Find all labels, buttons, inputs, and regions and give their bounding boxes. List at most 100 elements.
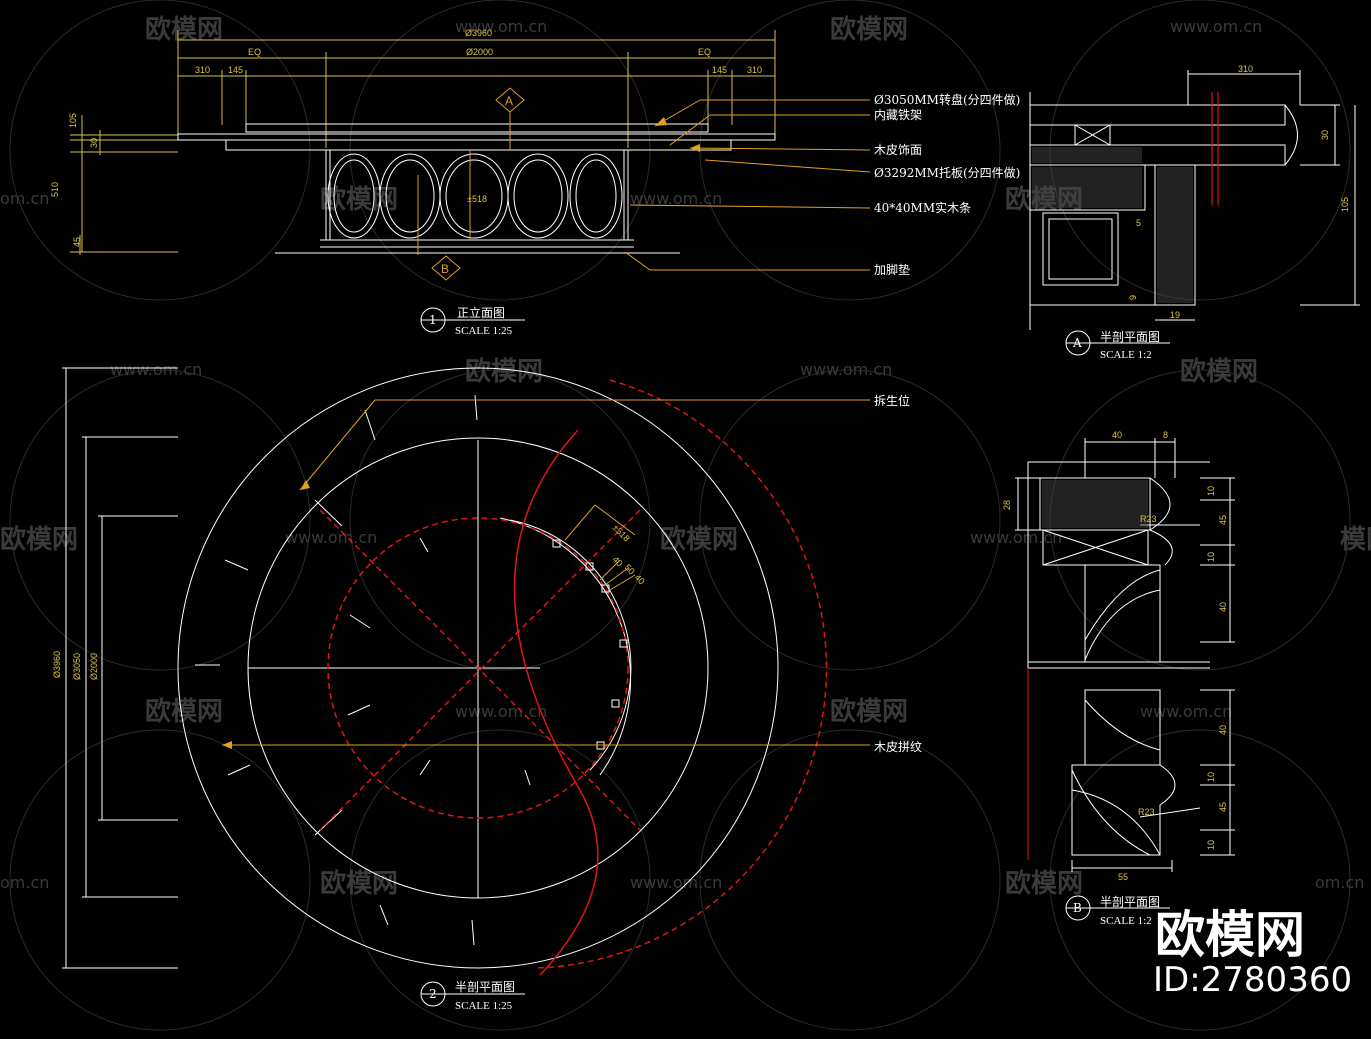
watermark-url: www.om.cn — [800, 360, 892, 379]
watermark-url: www.om.cn — [1140, 702, 1232, 721]
watermark-url: www.om.cn — [455, 17, 547, 36]
dim-v105: 105 — [68, 113, 78, 128]
brand-id: ID:2780360 — [1153, 960, 1352, 1000]
watermark-url: www.om.cn — [1170, 17, 1262, 36]
dim-inner: ±518 — [467, 194, 487, 204]
dim-40a: 40 — [611, 554, 625, 568]
watermark-brand: 欧模网 — [145, 696, 223, 727]
section-marker-b — [431, 255, 461, 281]
dim-50: 50 — [623, 562, 637, 576]
callout-turntable: Ø3050MM转盘(分四件做) — [874, 92, 1020, 107]
dim-28: 28 — [1002, 500, 1012, 510]
watermark-brand: 欧模网 — [830, 696, 908, 727]
watermark-url: www.om.cn — [285, 528, 377, 547]
watermark-brand: 欧模网 — [465, 356, 543, 387]
dim-r10b: 10 — [1206, 552, 1216, 562]
brand-name: 欧模网 — [1155, 906, 1305, 964]
dim-v30: 30 — [1320, 130, 1330, 140]
watermark-url: www.om.cn — [630, 189, 722, 208]
dim-40: 40 — [1112, 430, 1122, 440]
view-title: 半剖平面图 — [1100, 330, 1160, 344]
dim-r10c: 10 — [1206, 772, 1216, 782]
dim-overall: Ø3960 — [465, 28, 492, 38]
dim-inner: Ø2000 — [89, 653, 99, 680]
dim-r23b: R23 — [1138, 807, 1155, 817]
dim-145-left: 145 — [228, 65, 243, 75]
section-marker-b-label: B — [441, 262, 449, 276]
dim-r23a: R23 — [1140, 514, 1157, 524]
dim-eq-right: EQ — [698, 47, 711, 57]
dim-310-left: 310 — [195, 65, 210, 75]
dim-middle: Ø3050 — [72, 653, 82, 680]
dim-detail: ±518 — [611, 522, 632, 543]
dim-r40b: 40 — [1218, 725, 1228, 735]
callout-foot-pad: 加脚垫 — [874, 262, 910, 277]
dim-r45a: 45 — [1218, 515, 1228, 525]
hidden-arc — [534, 379, 828, 969]
callout-veneer-pattern: 木皮拼纹 — [874, 740, 922, 754]
section-b: 40 8 28 R23 R23 10 45 10 40 40 10 45 10 … — [1002, 430, 1235, 927]
dim-v45: 45 — [72, 237, 82, 247]
section-a: 310 30 105 5 9 19 A 半剖平面图 SCALE 1:2 — [1029, 64, 1360, 361]
dim-r40a: 40 — [1218, 602, 1228, 612]
dim-5: 5 — [1136, 218, 1141, 228]
watermark-url: www.om.cn — [630, 873, 722, 892]
watermark-url: www.om.cn — [110, 360, 202, 379]
dim-eq-left: EQ — [248, 47, 261, 57]
dim-r10d: 10 — [1206, 840, 1216, 850]
watermark-brand: 欧模网 — [660, 524, 738, 555]
dim-top: 310 — [1238, 64, 1253, 74]
dim-outer: Ø3960 — [52, 651, 62, 678]
callout-split-position: 拆生位 — [874, 393, 910, 408]
watermark-url: om.cn — [1315, 873, 1364, 892]
dim-r10a: 10 — [1206, 486, 1216, 496]
watermark-brand: 欧模网 — [1005, 868, 1083, 899]
view-scale: SCALE 1:25 — [455, 1000, 513, 1012]
dim-v510: 510 — [50, 182, 60, 197]
watermark-url: om.cn — [0, 189, 49, 208]
callout-support-board: Ø3292MM托板(分四件做) — [874, 165, 1020, 180]
section-marker-a-label: A — [505, 94, 513, 108]
watermark-brand: 模网 — [1340, 525, 1371, 555]
dim-40b: 40 — [633, 572, 647, 586]
watermark-url: www.om.cn — [455, 702, 547, 721]
watermark-brand: 欧模网 — [320, 868, 398, 899]
outer-circle — [177, 367, 779, 969]
watermark-brand: 欧模网 — [0, 524, 78, 555]
callout-wood-strip: 40*40MM实木条 — [874, 200, 971, 215]
watermark-brand: 欧模网 — [830, 14, 908, 45]
view-number: A — [1072, 336, 1082, 350]
view-scale: SCALE 1:25 — [455, 325, 513, 337]
dim-v105: 105 — [1340, 197, 1350, 212]
callout-veneer: 木皮饰面 — [874, 143, 922, 157]
view-title: 正立面图 — [457, 305, 505, 320]
dim-310-right: 310 — [747, 65, 762, 75]
view-scale: SCALE 1:2 — [1100, 349, 1152, 361]
dim-55: 55 — [1118, 872, 1128, 882]
brand-badge: 欧模网 ID:2780360 — [1153, 906, 1352, 1000]
dim-19: 19 — [1170, 310, 1180, 320]
view-number: 2 — [429, 987, 437, 1001]
section-marker-a — [495, 87, 525, 113]
view-number: B — [1073, 901, 1082, 915]
dim-145-right: 145 — [712, 65, 727, 75]
inner-hidden-circle — [327, 517, 629, 819]
watermark-url: om.cn — [0, 873, 49, 892]
dim-9: 9 — [1128, 295, 1138, 300]
dim-center: Ø2000 — [466, 47, 493, 57]
callout-steel-frame: 内藏铁架 — [874, 108, 922, 122]
view-title: 半剖平面图 — [455, 980, 515, 994]
dim-r45b: 45 — [1218, 802, 1228, 812]
view-scale: SCALE 1:2 — [1100, 915, 1152, 927]
watermark-brand: 欧模网 — [320, 184, 398, 215]
plan-view: Ø3960 Ø3050 Ø2000 — [52, 367, 922, 1012]
view-title: 半剖平面图 — [1100, 895, 1160, 909]
dim-8: 8 — [1163, 430, 1168, 440]
cut-line — [513, 429, 599, 976]
watermark-url: www.om.cn — [970, 528, 1062, 547]
elevation-view: Ø3960 EQ EQ Ø2000 310 145 145 310 105 30… — [50, 28, 1020, 337]
watermark-brand: 欧模网 — [1180, 356, 1258, 387]
dim-v30: 30 — [89, 138, 99, 148]
